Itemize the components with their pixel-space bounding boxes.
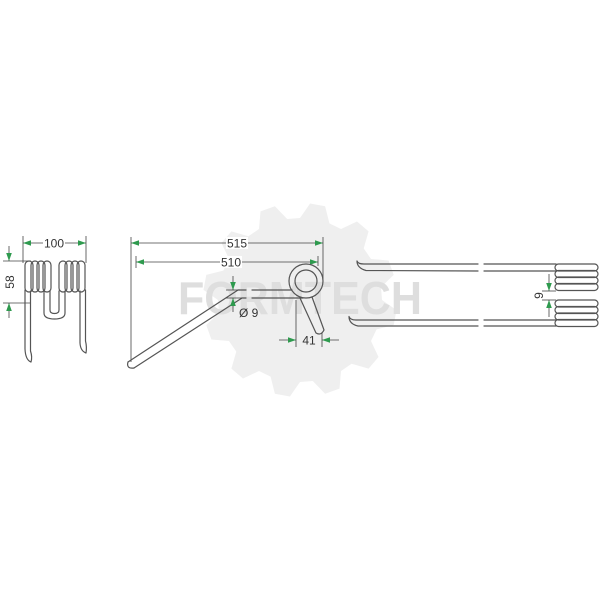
top-upper-tine-front [356, 260, 479, 272]
front-right-leg [79, 289, 87, 354]
top-gap-label: 9 [532, 292, 546, 299]
front-left-leg [24, 289, 33, 363]
coil-turn [42, 260, 52, 293]
side-diameter-label: Ø 9 [239, 306, 259, 320]
coil-turn [76, 260, 86, 293]
side-tine-tip [127, 361, 135, 369]
side-overall-label-bg [226, 237, 248, 249]
coil-turn [24, 260, 34, 293]
top-lower-coil [554, 299, 599, 328]
front-width-label: 100 [44, 237, 64, 251]
top-upper-coil [554, 263, 599, 292]
coil-turn [58, 260, 68, 293]
front-left-coil [24, 260, 52, 293]
front-height-label: 58 [3, 275, 17, 289]
side-coil-outer [288, 263, 324, 299]
coil-turn [30, 260, 40, 293]
watermark: FORMTECH [178, 203, 422, 397]
coil-turn [70, 260, 80, 293]
top-view: 9 [348, 260, 599, 328]
front-view: 100 58 [3, 236, 87, 363]
side-overall-label: 515 [227, 237, 247, 251]
front-center-loop-inner [49, 290, 60, 315]
front-right-coil [58, 260, 86, 293]
side-coil-inner [294, 269, 318, 293]
side-coil-leg [299, 296, 325, 335]
coil-turn [554, 318, 599, 328]
side-tine-label-bg [220, 256, 242, 268]
watermark-gear [203, 203, 397, 397]
top-lower-tine-front [348, 315, 479, 327]
front-width-label-bg [43, 237, 65, 249]
coil-turn [554, 282, 599, 292]
side-offset-label: 41 [302, 334, 316, 348]
coil-turn [36, 260, 46, 293]
coil-turn [64, 260, 74, 293]
side-tine-label: 510 [221, 256, 241, 270]
side-view: 515 510 Ø 9 41 [127, 237, 339, 369]
front-center-loop-outer [43, 290, 66, 320]
